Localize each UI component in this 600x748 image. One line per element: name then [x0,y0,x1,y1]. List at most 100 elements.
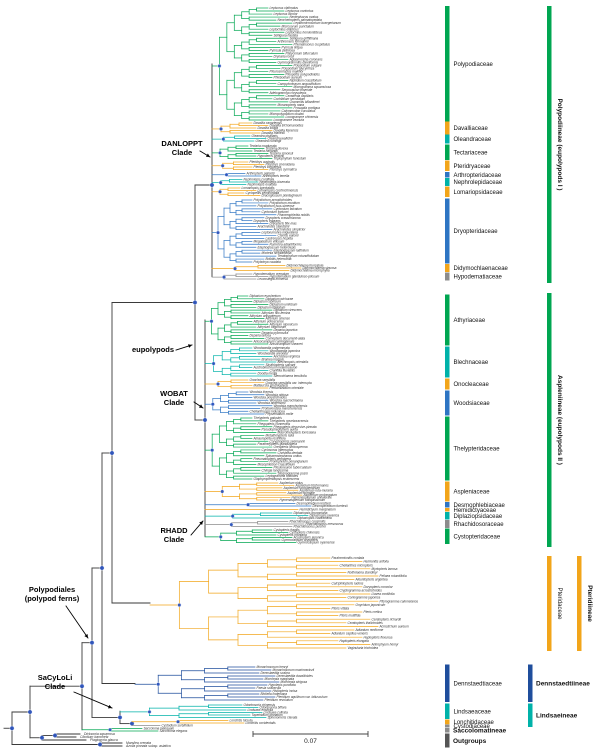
tip-label: Arachniodes standishii [257,225,290,229]
family-color-bar [445,724,450,727]
tip-label: Cystopteris fragilis [274,528,300,532]
tip-label: Pellaea rotundifolia [380,574,407,578]
family-color-bar [445,390,450,416]
tip-label: Onychium japonicum [356,603,386,607]
tip-label: Paesia scaberula [257,686,282,690]
suborder-color-bar [577,556,582,651]
tip-label: Davallia mariesii [262,131,285,135]
family-color-bar [445,528,450,544]
tip-label: Oleandra cumingii [256,139,282,143]
tip-label: Leptorumohra miqueliana [262,231,298,235]
tip-label: Adiantum reniforme [355,628,384,632]
tip-label: Asplenium ruta-muraria [299,488,333,492]
node-support-circle [79,683,85,689]
tip-label: Selliguea hastata [274,33,299,37]
tip-label: Notholaena standleyi [348,571,378,575]
node-support-circle [52,733,58,738]
family-label: Oleandraceae [454,137,492,143]
family-color-bar [445,134,450,144]
family-label: Woodsiaceae [454,401,491,407]
tip-label: Cyrtomium falcatum [274,207,303,211]
tip-label: Neolepisorus ovatus [290,15,319,19]
tip-label: Asplenium nidus [279,481,304,485]
tip-label: Athyrium anisopterum [249,314,281,318]
tip-label: Leptochilus ellipticus [270,27,300,31]
arrow-line [65,605,89,639]
tip-label: Calciphilopteris ludens [332,581,364,585]
tip-label: Phegopteris decursive-pinnata [274,425,317,429]
tip-label: Lomariopsis spectabilis [242,186,275,190]
tip-label: Pteridrys syrmatica [270,168,297,172]
tip-label: Diplaziopsis javanica [310,514,340,518]
tip-label: Diplazium esculentum [250,294,282,298]
family-color-bar [445,416,450,481]
family-color-bar [445,520,450,528]
tip-label: Grammitis billardierei [290,100,320,104]
tip-label: Athyrium sinense [265,317,291,321]
family-color-bar [445,160,450,171]
node-support-circle [224,172,229,177]
tip-label: Prosaptia contigua [294,106,321,110]
tip-label: Austroblechnum melanocaulon [253,366,298,370]
node-support-circle [117,715,123,720]
tip-label: Lindsaea cultrata [264,711,289,715]
suborder-label: Lindsaeineae [536,713,578,720]
tip-label: Monachosorum maximowiczii [273,668,315,672]
tip-label: Adiantum capillus-veneris [331,632,369,636]
node-support-circle [221,137,226,142]
tip-label: Leptochilus hemionitideus [286,30,323,34]
tip-label: Diplazium wichurae [266,297,294,301]
tip-label: Aleuritopteris argentea [355,578,388,582]
tip-label: Glaphyropteridopsis erubescens [254,477,300,481]
tip-label: Rhachidosorus pulcher [294,525,328,529]
tip-label: Athyrium yokoscense [253,320,285,324]
tip-label: Onoclea sensibilis [250,378,276,382]
node-support-circle [218,180,223,185]
tip-label: Lepisorus bicolor [274,12,299,16]
tip-label: Diplazium unilobum [270,303,298,307]
family-label: Thelypteridaceae [454,447,501,453]
suborder-label: Pteridiineae [586,585,593,622]
tip-label: Didymochlaena microphylla [291,269,330,273]
tip-label: Coniogramme japonica [348,596,381,600]
tip-label: Cornopteris decurrenti-alata [266,336,306,340]
tip-label: Marsilea crenata [126,741,151,745]
node-support-circle [232,266,237,271]
tip-label: Woodwardia japonica [270,349,301,353]
family-label: Dryopteridaceae [454,229,499,235]
family-color-bar [445,121,450,135]
tip-label: Coryphopteris seemannii [270,439,306,443]
tip-label: Doryopteris concolor [364,585,394,589]
tip-label: Platycerium bifurcatum [286,52,319,56]
tip-label: Nephrolepis cordifolia [244,178,275,182]
tip-label: Pteris multifida [340,614,361,618]
tip-label: Woodsia andersonii [258,401,286,405]
node-support-circle [245,502,250,507]
node-support-circle [192,300,198,305]
node-support-circle [217,63,222,68]
node-support-circle [147,709,152,714]
tip-label: Nephrolepis biserrata [260,180,291,184]
tip-label: Brainea insignis [262,357,285,361]
suborder-dennstaedtiineae: Dennstaedtiineae [528,664,590,702]
tip-label: Neocheiropteris palmatopedata [278,18,323,22]
clade-label: SaCyLoLi [38,673,73,682]
node-support-circle [210,448,215,453]
family-color-bar [445,198,450,264]
scale-bar-label: 0.07 [304,738,317,745]
tip-label: Histiopteris incisa [273,689,298,693]
family-color-bar [547,556,552,651]
tip-label: Saccoloma inaequale [144,727,175,731]
tip-label: Thelypteris palustris [254,416,283,420]
tip-label: Cheilanthes micropteris [340,563,374,567]
